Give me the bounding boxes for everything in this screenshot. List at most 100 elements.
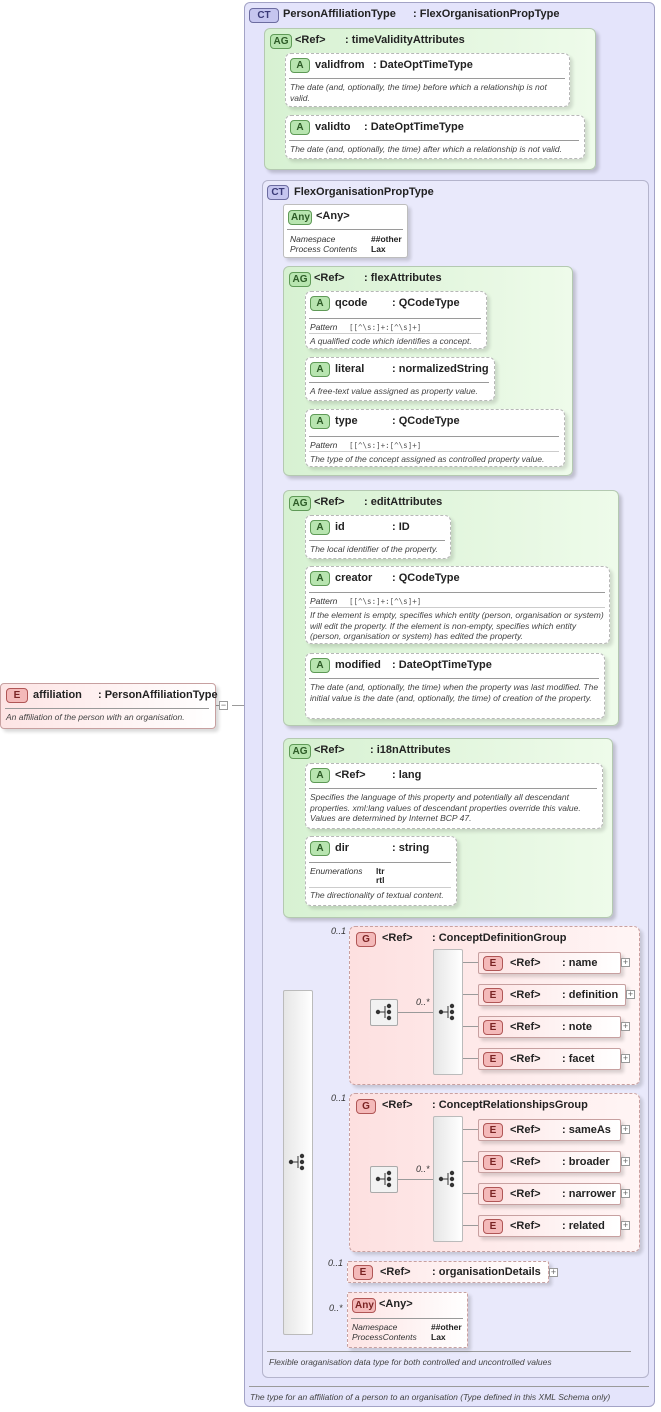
divider — [309, 607, 605, 608]
attribute-type: : DateOptTimeType — [373, 59, 473, 71]
expand-plus-icon[interactable]: + — [621, 1188, 630, 1198]
connector-line — [232, 705, 254, 706]
enum-value: ltr — [376, 866, 385, 876]
connector-line — [463, 1161, 478, 1162]
attribute-badge-icon: A — [310, 768, 330, 783]
attribute-name: dir — [335, 842, 350, 854]
divider — [309, 451, 559, 452]
any-badge-icon: Any — [352, 1298, 376, 1313]
ref-label: <Ref> — [510, 989, 541, 1001]
attribute-badge-icon: A — [290, 120, 310, 135]
expand-plus-icon[interactable]: + — [621, 1053, 630, 1063]
occurrence-label: 0..1 — [331, 1093, 347, 1103]
attribute-name: qcode — [335, 297, 368, 309]
complex-type-name: PersonAffiliationType — [283, 8, 396, 20]
element-ref-facet[interactable]: E <Ref> : facet — [478, 1048, 621, 1070]
any-wildcard-element[interactable]: Any <Any> Namespace ##other ProcessConte… — [347, 1292, 468, 1348]
divider — [267, 1351, 631, 1352]
divider — [351, 1318, 463, 1319]
group-name: : ConceptDefinitionGroup — [432, 932, 567, 944]
divider — [249, 1386, 649, 1387]
divider — [309, 887, 451, 888]
connector-line — [463, 994, 478, 995]
divider — [309, 678, 599, 679]
attribute-qcode[interactable]: A qcode : QCodeType Pattern [[^\s:]+:[^\… — [305, 291, 487, 349]
attribute-name: type — [335, 415, 358, 427]
attribute-badge-icon: A — [310, 520, 330, 535]
expand-plus-icon[interactable]: + — [621, 1220, 630, 1230]
complex-type-doc: The type for an affiliation of a person … — [250, 1392, 611, 1402]
pattern-value: [[^\s:]+:[^\s]+] — [349, 323, 422, 332]
process-contents-label: Process Contents — [290, 244, 358, 254]
ref-label: <Ref> — [314, 744, 345, 756]
connector-line — [463, 1058, 478, 1059]
ref-label: <Ref> — [510, 1188, 541, 1200]
element-name: : sameAs — [562, 1124, 611, 1136]
divider — [309, 318, 481, 319]
element-name: : definition — [562, 989, 619, 1001]
attribute-type: : string — [392, 842, 430, 854]
expand-plus-icon[interactable]: + — [621, 957, 630, 967]
element-name: : related — [562, 1220, 605, 1232]
element-badge-icon: E — [483, 1187, 503, 1202]
attribute-lang[interactable]: A <Ref> : lang Specifies the language of… — [305, 763, 603, 829]
connector-line — [463, 1225, 478, 1226]
attribute-validfrom[interactable]: A validfrom : DateOptTimeType The date (… — [285, 53, 570, 107]
attribute-validto[interactable]: A validto : DateOptTimeType The date (an… — [285, 115, 585, 159]
element-ref-broader[interactable]: E <Ref> : broader — [478, 1151, 621, 1173]
attribute-doc: The date (and, optionally, the time) aft… — [290, 144, 562, 154]
attribute-type: : DateOptTimeType — [364, 121, 464, 133]
attribute-type: : normalizedString — [392, 363, 489, 375]
sequence-compositor-icon[interactable] — [438, 1003, 458, 1021]
attribute-group-badge-icon: AG — [289, 496, 311, 511]
attribute-name: modified — [335, 659, 381, 671]
element-ref-related[interactable]: E <Ref> : related — [478, 1215, 621, 1237]
process-contents-value: Lax — [431, 1332, 446, 1342]
ref-label: <Ref> — [510, 957, 541, 969]
collapse-minus-icon[interactable]: − — [219, 700, 228, 710]
attribute-modified[interactable]: A modified : DateOptTimeType The date (a… — [305, 653, 605, 719]
expand-plus-icon[interactable]: + — [621, 1021, 630, 1031]
element-ref-organisation-details[interactable]: E <Ref> : organisationDetails — [347, 1261, 549, 1283]
ref-label: <Ref> — [335, 769, 366, 781]
element-ref-sameas[interactable]: E <Ref> : sameAs — [478, 1119, 621, 1141]
attribute-badge-icon: A — [310, 414, 330, 429]
root-element-box[interactable]: E affiliation : PersonAffiliationType An… — [0, 683, 218, 729]
element-badge-icon: E — [483, 1155, 503, 1170]
occurrence-label: 0..* — [416, 997, 430, 1007]
element-ref-narrower[interactable]: E <Ref> : narrower — [478, 1183, 621, 1205]
occurrence-label: 0..* — [416, 1164, 430, 1174]
element-ref-name[interactable]: E <Ref> : name — [478, 952, 621, 974]
any-wildcard-attribute[interactable]: Any <Any> Namespace ##other Process Cont… — [283, 204, 408, 258]
expand-plus-icon[interactable]: + — [549, 1267, 558, 1277]
divider — [309, 788, 597, 789]
ref-label: <Ref> — [510, 1053, 541, 1065]
element-badge-icon: E — [483, 1219, 503, 1234]
sequence-compositor-icon[interactable] — [288, 1153, 308, 1171]
attribute-dir[interactable]: A dir : string Enumerations ltr rtl The … — [305, 836, 457, 906]
element-ref-definition[interactable]: E <Ref> : definition — [478, 984, 626, 1006]
attribute-badge-icon: A — [310, 571, 330, 586]
expand-plus-icon[interactable]: + — [621, 1156, 630, 1166]
ref-label: <Ref> — [314, 496, 345, 508]
ref-label: <Ref> — [382, 932, 413, 944]
attribute-type-label: : QCodeType — [392, 415, 460, 427]
pattern-value: [[^\s:]+:[^\s]+] — [349, 597, 422, 606]
expand-plus-icon[interactable]: + — [626, 989, 635, 999]
complex-type-badge-icon: CT — [267, 185, 289, 200]
expand-plus-icon[interactable]: + — [621, 1124, 630, 1134]
attribute-doc: Specifies the language of this property … — [310, 792, 581, 823]
group-badge-icon: G — [356, 932, 376, 947]
element-name: : note — [562, 1021, 592, 1033]
attribute-id[interactable]: A id : ID The local identifier of the pr… — [305, 515, 451, 559]
attribute-doc: The directionality of textual content. — [310, 890, 444, 900]
attribute-creator[interactable]: A creator : QCodeType Pattern [[^\s:]+:[… — [305, 566, 610, 644]
namespace-value: ##other — [431, 1322, 462, 1332]
element-badge-icon: E — [483, 988, 503, 1003]
attribute-literal[interactable]: A literal : normalizedString A free-text… — [305, 357, 495, 401]
attribute-type[interactable]: A type : QCodeType Pattern [[^\s:]+:[^\s… — [305, 409, 565, 467]
attribute-doc: The date (and, optionally, the time) bef… — [290, 82, 547, 103]
attribute-type: : DateOptTimeType — [392, 659, 492, 671]
sequence-compositor-icon[interactable] — [438, 1170, 458, 1188]
element-ref-note[interactable]: E <Ref> : note — [478, 1016, 621, 1038]
